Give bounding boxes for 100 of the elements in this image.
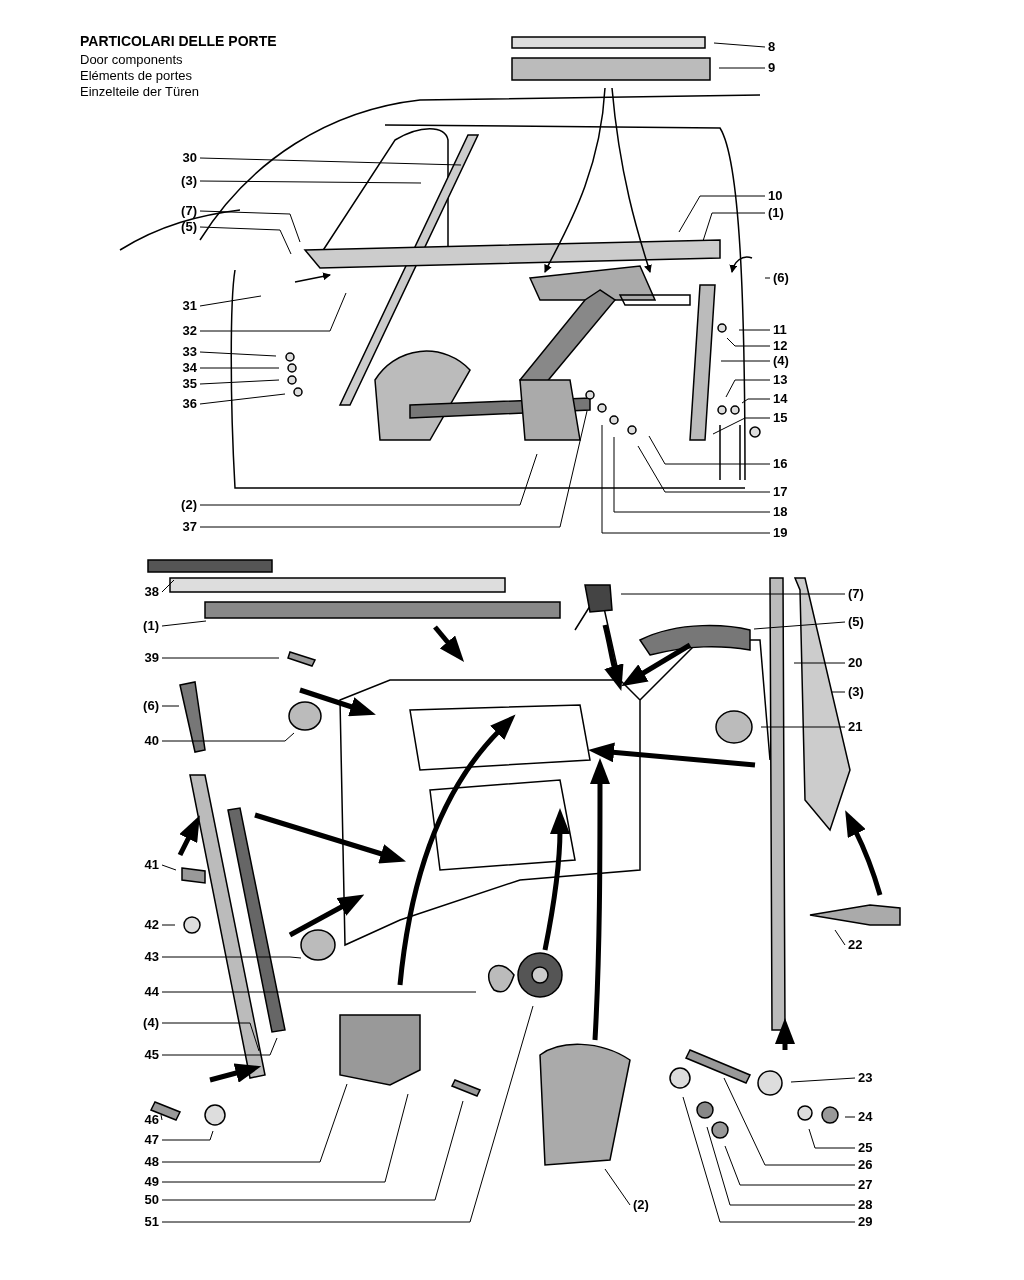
callout-number: 20 <box>845 655 866 671</box>
leader-line <box>834 929 846 946</box>
leader-line <box>161 924 176 926</box>
leader-line <box>764 277 771 279</box>
callout-number: 40 <box>141 733 162 749</box>
leader-line <box>741 398 771 404</box>
subtitle-text: Door components <box>80 52 183 68</box>
callout-number: 43 <box>141 949 162 965</box>
callout-number: (3) <box>845 684 867 700</box>
leader-line <box>718 67 766 69</box>
callout-number: 25 <box>855 1140 876 1156</box>
leader-line <box>808 1128 856 1149</box>
callout-number: 11 <box>770 322 790 338</box>
leader-line <box>199 410 588 528</box>
leader-line <box>161 732 295 742</box>
callout-number: 16 <box>770 456 791 472</box>
leader-line <box>604 1168 631 1206</box>
callout-number: (5) <box>178 219 200 235</box>
leader-line <box>199 351 277 357</box>
callout-number: 41 <box>141 857 162 873</box>
callout-number: (4) <box>140 1015 162 1031</box>
leader-line <box>723 1077 856 1166</box>
leader-line <box>830 691 846 693</box>
callout-number: 12 <box>770 338 791 354</box>
callout-number: 49 <box>141 1174 162 1190</box>
callout-number: 47 <box>141 1132 162 1148</box>
leader-line <box>844 1116 856 1118</box>
leader-line <box>161 1083 348 1163</box>
callout-number: 15 <box>770 410 791 426</box>
callout-number: 39 <box>141 650 162 666</box>
callout-number: 27 <box>855 1177 876 1193</box>
callout-number: 13 <box>770 372 791 388</box>
leader-line <box>161 1022 260 1052</box>
callout-number: 28 <box>855 1197 876 1213</box>
callout-number: (3) <box>178 173 200 189</box>
callout-number: 33 <box>179 344 200 360</box>
callout-number: 44 <box>141 984 162 1000</box>
leader-line <box>199 295 262 307</box>
callout-number: (1) <box>140 618 162 634</box>
leader-line <box>161 1037 278 1056</box>
callout-number: 35 <box>179 376 200 392</box>
leader-line <box>648 435 771 465</box>
leader-line <box>161 1005 534 1223</box>
callout-number: (4) <box>770 353 792 369</box>
callout-number: 24 <box>855 1109 876 1125</box>
leader-line <box>726 337 771 347</box>
callout-number: (7) <box>178 203 200 219</box>
subtitle-text: Eléments de portes <box>80 68 192 84</box>
leader-line <box>613 436 771 513</box>
leader-line <box>793 662 846 664</box>
callout-number: 36 <box>179 396 200 412</box>
callout-number: 17 <box>770 484 791 500</box>
callout-number: 45 <box>141 1047 162 1063</box>
callout-number: (2) <box>630 1197 652 1213</box>
leader-line <box>161 991 477 993</box>
callout-number: (2) <box>178 497 200 513</box>
leader-line <box>161 956 302 959</box>
leader-line <box>161 1093 409 1183</box>
callout-number: 37 <box>179 519 200 535</box>
callout-number: 34 <box>179 360 200 376</box>
callout-number: (6) <box>770 270 792 286</box>
leader-line <box>706 1126 856 1206</box>
leader-line <box>199 157 462 166</box>
leader-line <box>724 1145 856 1186</box>
callout-number: 18 <box>770 504 791 520</box>
title: PARTICOLARI DELLE PORTE <box>80 33 277 49</box>
leader-line <box>199 210 301 243</box>
leader-line <box>725 379 771 398</box>
callout-number: 10 <box>765 188 786 204</box>
callout-number: 14 <box>770 391 791 407</box>
leader-line <box>161 1100 464 1201</box>
leader-line <box>161 620 207 627</box>
leader-line <box>161 657 280 659</box>
callout-number: (6) <box>140 698 162 714</box>
leader-line <box>601 424 771 534</box>
callout-number: 23 <box>855 1070 876 1086</box>
callout-number: 29 <box>855 1214 876 1230</box>
leader-line <box>720 360 771 362</box>
callout-number: (1) <box>765 205 787 221</box>
callout-number: (7) <box>845 586 867 602</box>
leader-line <box>738 329 771 331</box>
leader-line <box>199 226 292 255</box>
leader-line <box>620 593 846 595</box>
leader-line <box>161 1130 214 1141</box>
leader-line <box>753 621 846 630</box>
callout-number: 9 <box>765 60 779 76</box>
leader-line <box>199 292 347 332</box>
callout-number: 8 <box>765 39 779 55</box>
leader-line <box>199 393 286 405</box>
callout-number: 38 <box>141 584 162 600</box>
subtitle-text: Einzelteile der Türen <box>80 84 199 100</box>
leader-line <box>199 453 538 506</box>
callout-number: 48 <box>141 1154 162 1170</box>
leader-line <box>712 417 771 435</box>
leader-line <box>199 180 422 184</box>
leader-line <box>637 445 771 493</box>
callout-number: (5) <box>845 614 867 630</box>
callout-number: 19 <box>770 525 791 541</box>
leader-line <box>713 42 766 48</box>
leader-line <box>678 195 766 233</box>
